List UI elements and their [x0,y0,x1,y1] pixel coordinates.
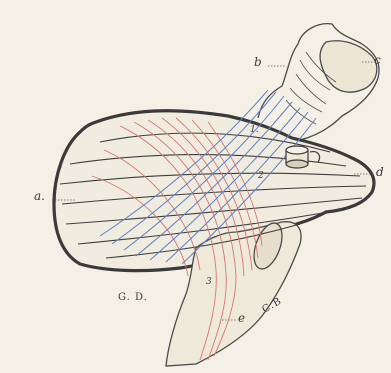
label-a: a. [34,190,45,202]
label-3: 3 [206,276,212,288]
label-b: b [254,56,262,68]
annotation-gd: G. D. [118,292,148,304]
label-1: 1. [250,124,259,136]
label-e: e [238,312,245,324]
label-2: 2 [258,170,264,182]
upper-bone [258,24,379,140]
label-c: c [374,54,381,66]
label-d: d [376,166,384,178]
